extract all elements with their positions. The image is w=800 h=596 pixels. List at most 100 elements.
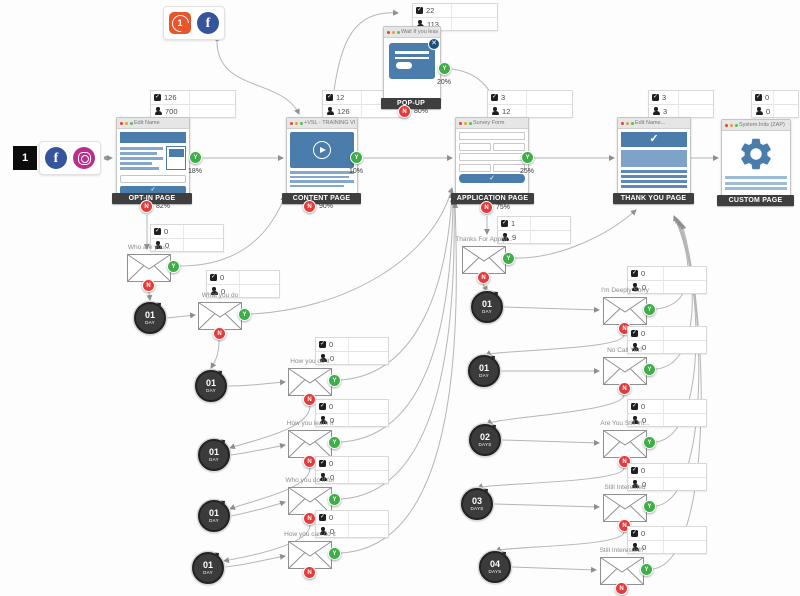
email-label: How you can do it <box>284 531 336 538</box>
content-page-node[interactable]: +VSL - TRAINING VI... <box>286 117 358 194</box>
delay-value: 01 <box>205 378 216 388</box>
goal-yes-badge[interactable]: Y <box>328 547 341 560</box>
delay-value: 01 <box>208 508 219 518</box>
people-icon <box>154 241 162 249</box>
goal-yes-badge[interactable]: Y <box>438 62 451 75</box>
optin-page-node[interactable]: Edit Name <box>116 117 190 194</box>
conversions-icon <box>154 94 161 101</box>
goal-yes-badge[interactable]: Y <box>328 436 341 449</box>
retargeting-icon[interactable]: 1 <box>169 12 191 34</box>
goal-yes-badge[interactable]: Y <box>643 500 656 513</box>
window-title: Edit Name... <box>635 119 666 126</box>
goal-yes-badge[interactable]: Y <box>328 493 341 506</box>
stat-value: 0 <box>641 269 646 278</box>
goal-yes-badge[interactable]: Y <box>238 308 251 321</box>
goal-no-badge[interactable]: N <box>480 201 493 214</box>
goal-yes-badge[interactable]: Y <box>643 363 656 376</box>
email-label: Thanks For Applyi... <box>455 236 513 243</box>
goal-no-badge[interactable]: N <box>615 582 628 595</box>
thankyou-page-node[interactable]: Edit Name... <box>617 117 691 194</box>
stat-value: 126 <box>337 106 350 116</box>
delay-value: 01 <box>202 560 213 570</box>
delay-unit: DAY <box>479 373 489 378</box>
email-label: Still Interested? <box>599 547 645 554</box>
stat-value: 126 <box>164 93 177 102</box>
email-node[interactable]: Y N <box>288 541 341 579</box>
goal-yes-badge[interactable]: Y <box>640 563 653 576</box>
goal-no-badge[interactable]: N <box>618 382 631 395</box>
play-icon <box>313 141 331 159</box>
application-page-node[interactable]: Survey Form <box>455 117 529 194</box>
no-percent: 75% <box>496 204 511 211</box>
goal-no-badge[interactable]: N <box>303 566 316 579</box>
custom-page-node[interactable]: System.Inits (ZAP) <box>721 119 791 196</box>
goal-no-badge[interactable]: N <box>142 279 155 292</box>
facebook-icon[interactable] <box>197 12 219 34</box>
instagram-icon[interactable] <box>73 147 95 169</box>
people-icon <box>501 233 509 241</box>
traffic-source-group[interactable] <box>39 141 101 175</box>
goal-no-badge[interactable]: N <box>213 327 226 340</box>
window-dot-yellow <box>295 121 298 125</box>
goal-yes-badge[interactable]: Y <box>350 151 363 164</box>
people-icon <box>154 107 162 115</box>
goal-yes-badge[interactable]: Y <box>167 260 180 273</box>
application-page-badge[interactable]: APPLICATION PAGE <box>451 193 534 204</box>
email-node[interactable]: Y N <box>603 297 656 335</box>
goal-no-badge[interactable]: N <box>303 200 316 213</box>
stat-value: 9 <box>512 232 517 242</box>
people-icon <box>631 416 639 424</box>
application-page-preview <box>456 129 528 193</box>
step-number-marker: 1 <box>13 146 37 170</box>
goal-no-badge[interactable]: N <box>140 200 153 213</box>
email-node[interactable]: Y N <box>288 368 341 406</box>
email-node[interactable]: Y N <box>603 430 656 468</box>
retargeting-source-group[interactable]: 1 <box>163 6 225 40</box>
email-node[interactable]: Y N <box>603 357 656 395</box>
window-dot-yellow <box>464 121 467 125</box>
conversions-icon <box>631 530 638 537</box>
email-node[interactable]: Y N <box>600 557 653 595</box>
envelope-icon <box>288 541 332 569</box>
goal-yes-badge[interactable]: Y <box>643 303 656 316</box>
email-node[interactable]: Y N <box>462 246 515 284</box>
goal-yes-badge[interactable]: Y <box>502 252 515 265</box>
popup-badge[interactable]: POP-UP <box>381 98 441 109</box>
thankyou-page-badge[interactable]: THANK YOU PAGE <box>613 193 694 204</box>
window-dot-green <box>130 121 133 125</box>
stat-value: 0 <box>642 542 647 552</box>
delay-value: 03 <box>471 496 482 506</box>
goal-yes-badge[interactable]: Y <box>189 151 202 164</box>
facebook-icon[interactable] <box>45 147 67 169</box>
stat-value: 0 <box>165 240 170 250</box>
email-node[interactable]: Y N <box>127 254 180 292</box>
stat-value: 0 <box>330 472 335 482</box>
optin-page-badge[interactable]: OPT-IN PAGE <box>112 193 192 204</box>
email-node[interactable]: Y N <box>288 430 341 468</box>
content-page-badge[interactable]: CONTENT PAGE <box>282 193 361 204</box>
goal-yes-badge[interactable]: Y <box>643 436 656 449</box>
goal-no-badge[interactable]: N <box>477 271 490 284</box>
goal-yes-badge[interactable]: Y <box>328 374 341 387</box>
stat-value: 0 <box>766 106 771 116</box>
custom-page-badge[interactable]: CUSTOM PAGE <box>717 195 794 206</box>
stat-value: 0 <box>329 340 334 349</box>
popup-node[interactable]: Wait If you leave... ✕ <box>383 26 441 101</box>
goal-no-badge[interactable]: N <box>398 105 411 118</box>
email-node[interactable]: Y N <box>198 302 251 340</box>
people-icon <box>631 480 639 488</box>
stat-value: 0 <box>642 415 647 425</box>
goal-yes-badge[interactable]: Y <box>521 151 534 164</box>
email-node[interactable]: Y N <box>603 494 656 532</box>
